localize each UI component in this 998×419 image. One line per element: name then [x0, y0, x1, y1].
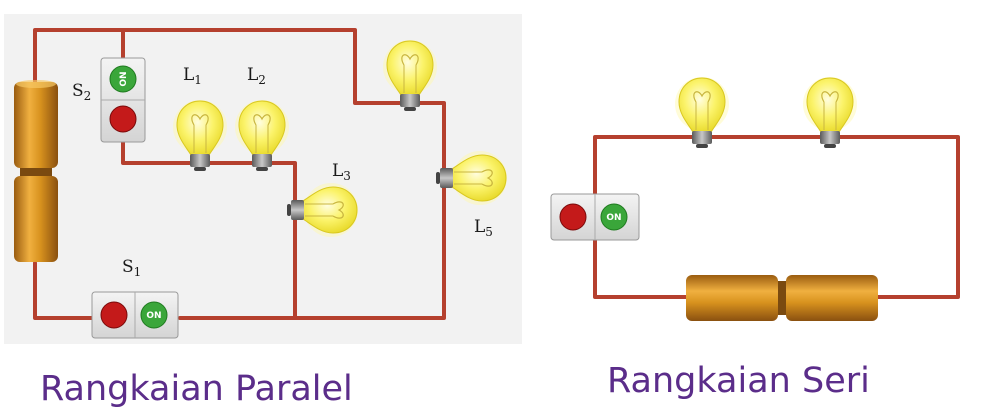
label-l5: L5 [474, 217, 493, 239]
switch-s2[interactable]: ON [100, 57, 146, 143]
wire-bottom-left [33, 261, 97, 320]
switch-s2-on-button[interactable] [109, 65, 137, 93]
caption-parallel: Rangkaian Paralel [40, 369, 353, 409]
series-switch-on-button[interactable] [600, 203, 628, 231]
caption-series: Rangkaian Seri [607, 361, 870, 401]
switch-s2-on-text: ON [119, 71, 129, 86]
label-l3: L3 [332, 161, 351, 183]
label-s1: S1 [122, 257, 141, 279]
switch-s1[interactable]: ON [91, 291, 179, 339]
wire-series-top-right [593, 135, 960, 299]
switch-s2-off-button[interactable] [109, 105, 137, 133]
parallel-battery [14, 80, 58, 262]
switch-s1-on-button[interactable] [140, 301, 168, 329]
label-l2: L2 [247, 65, 266, 87]
series-circuit: ON [550, 76, 960, 321]
parallel-circuit: ON ON S2 L1 L2 L3 L5 S1 [4, 14, 522, 344]
series-switch-off-button[interactable] [559, 203, 587, 231]
label-l1: L1 [183, 65, 202, 87]
wire-series-bottom-left [593, 238, 690, 299]
series-wires [593, 135, 960, 299]
label-s2: S2 [72, 81, 91, 103]
switch-s1-off-button[interactable] [100, 301, 128, 329]
series-switch-on-text: ON [606, 213, 621, 223]
switch-s1-on-text: ON [146, 311, 161, 321]
wire-outer-loop [33, 28, 446, 320]
series-battery [686, 275, 878, 321]
series-switch[interactable]: ON [550, 193, 640, 241]
